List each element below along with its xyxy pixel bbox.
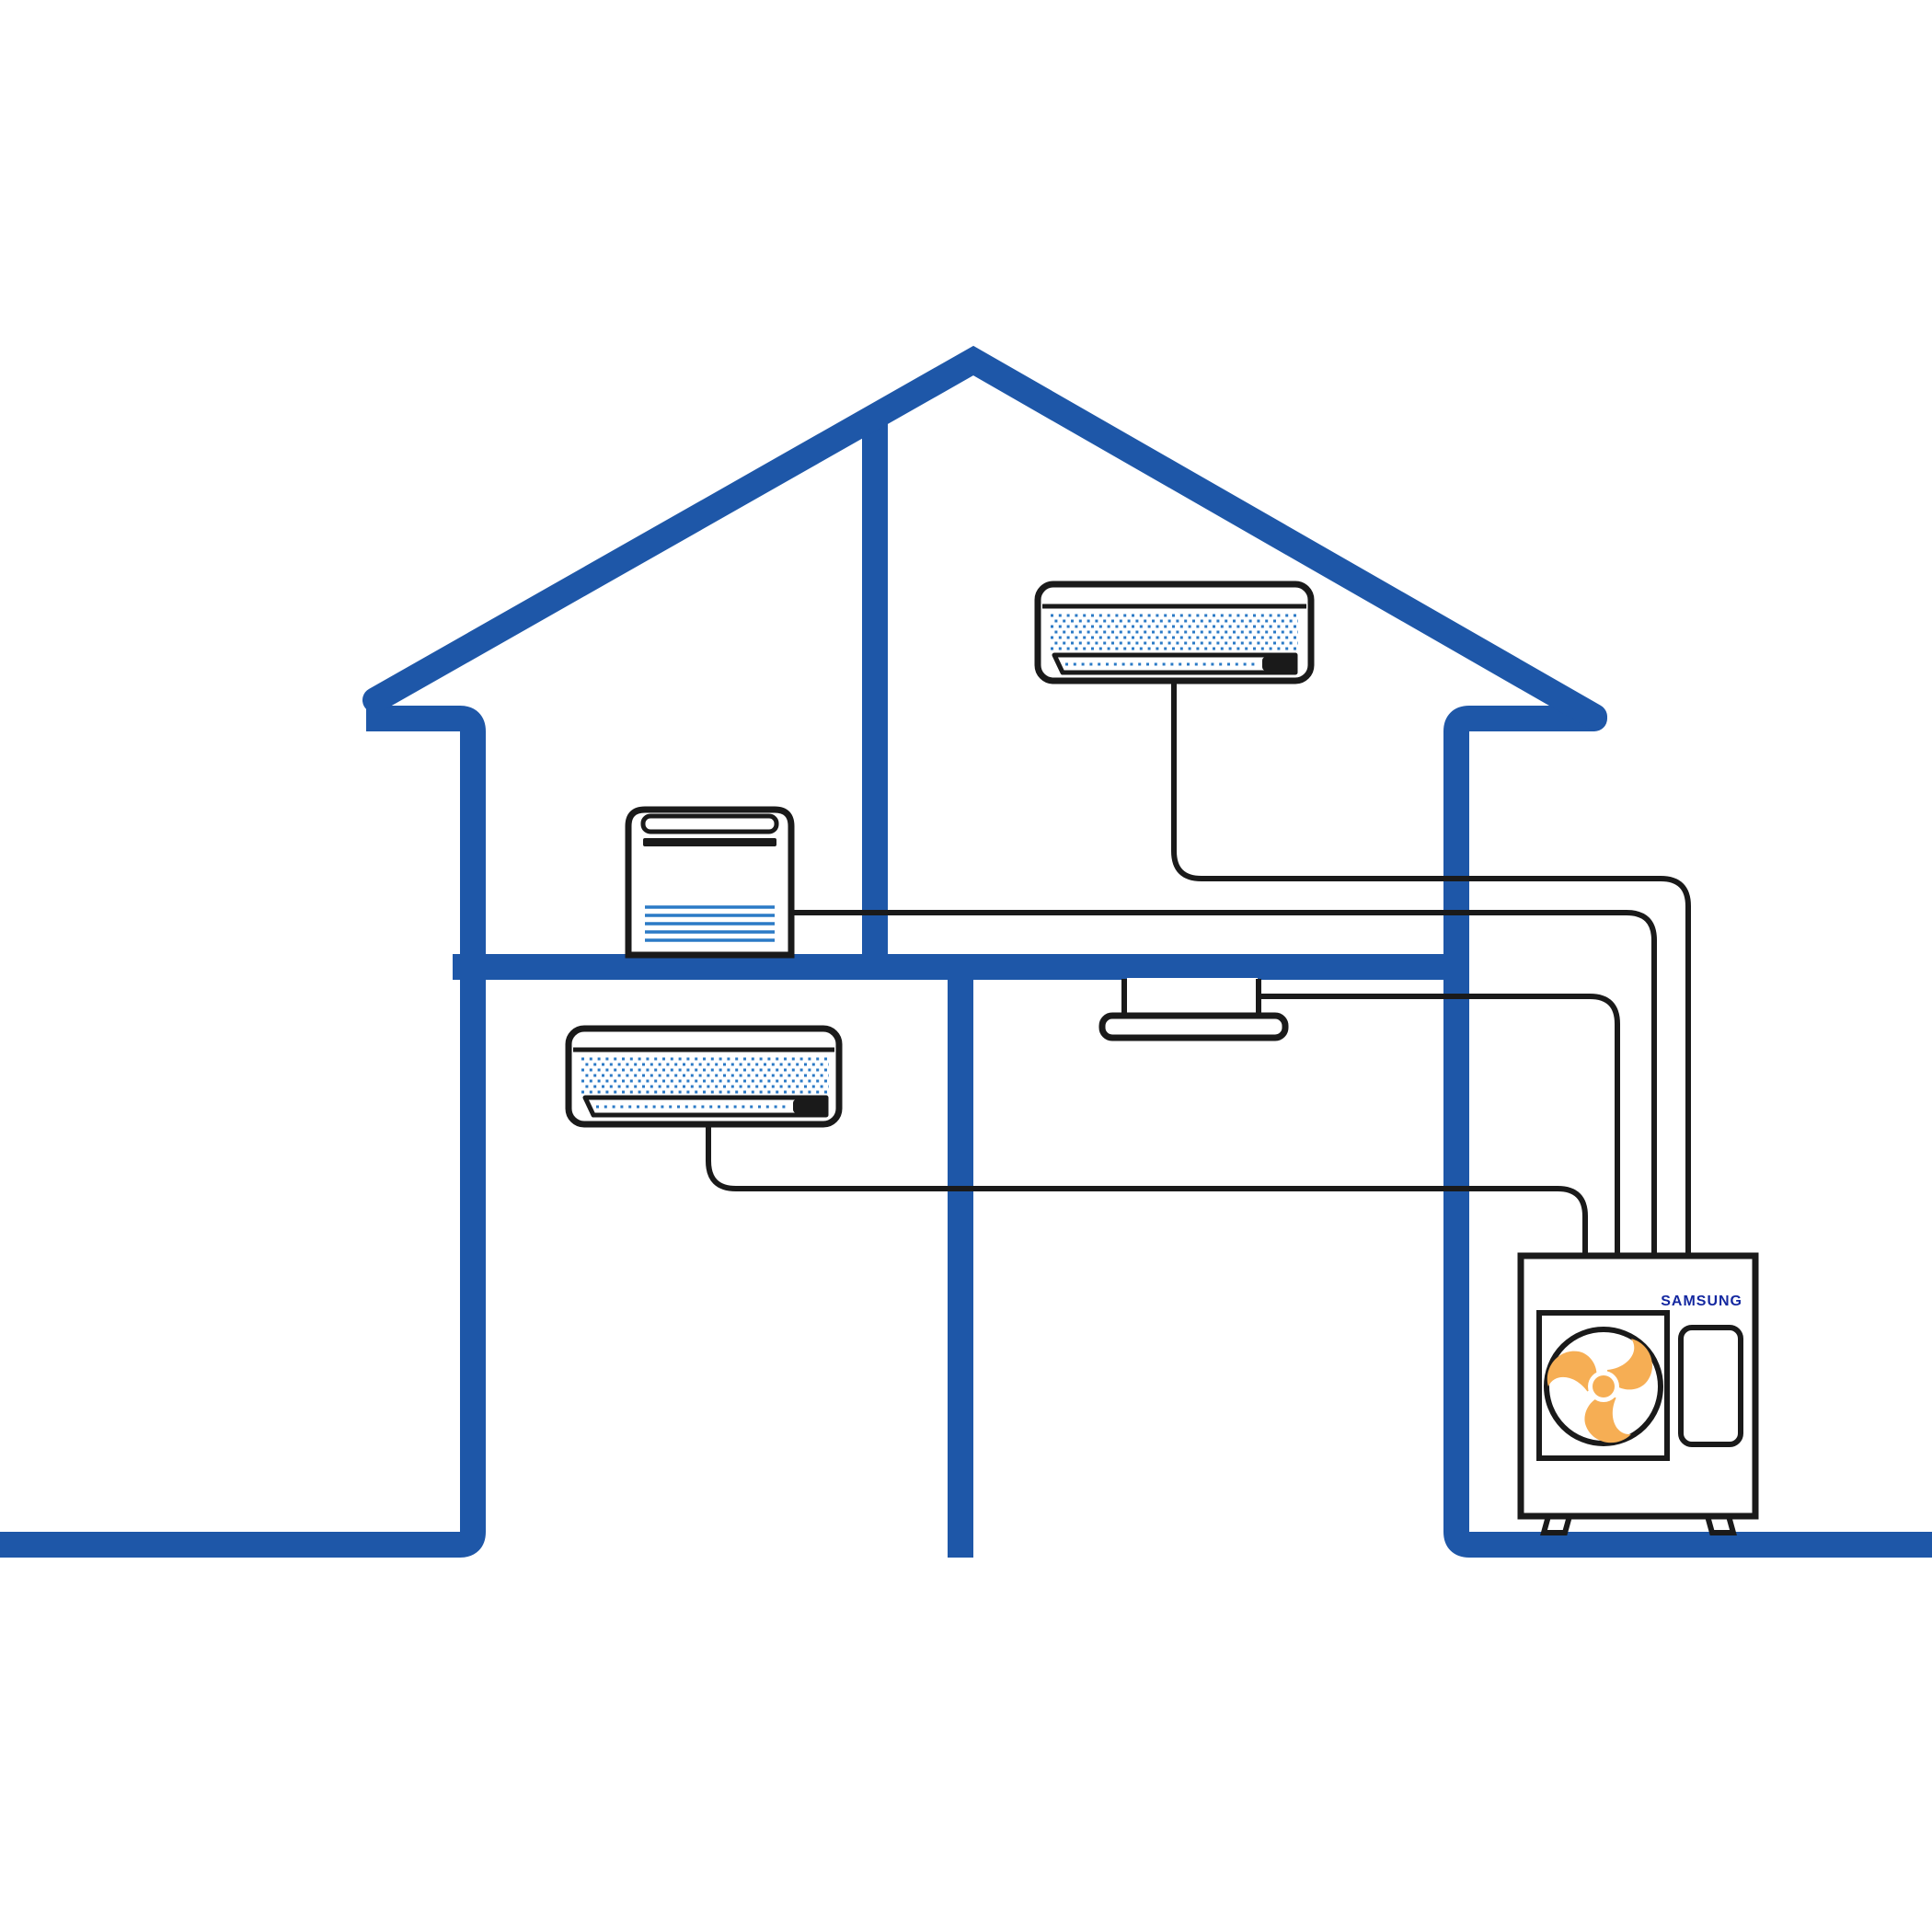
ceiling-cassette-unit [1098,978,1289,1041]
pipe-ceiling-cassette-unit [1259,994,1620,1259]
wall-unit-dot-grille [581,1057,829,1094]
fan-hub [1593,1375,1615,1397]
cassette-panel [1098,1012,1289,1041]
wall-unit-dot-grille [1051,614,1298,650]
wall-unit-display [1262,657,1297,671]
pipe-attic-wall-unit [1171,676,1691,1259]
outdoor-condenser-unit: SAMSUNG [1517,1252,1759,1535]
console-louvers [645,905,775,942]
fan-blade [1547,1351,1597,1392]
wall-unit-vent-flap [582,1095,829,1118]
samsung-logo: SAMSUNG [1661,1294,1742,1309]
roof [362,345,1607,730]
fan-blades [1547,1339,1652,1443]
outdoor-unit-side-panel [1678,1325,1743,1447]
left-wall-and-ground [0,706,486,1558]
wall-unit-display [793,1099,828,1113]
console-top-bar [643,838,776,846]
pipe-floor-console-unit [784,910,1657,1259]
wall-mounted-unit-ground-floor [565,1025,843,1128]
house-outline [0,345,1932,1558]
console-top-vent [640,813,779,834]
pipe-ground-floor-wall-unit [706,1121,1588,1259]
refrigerant-pipes [706,676,1691,1259]
right-wall-and-ground [1443,706,1932,1558]
floor-console-unit [625,806,795,959]
fan-blade [1607,1339,1652,1390]
wall-mounted-unit-attic [1034,581,1315,684]
wall-unit-vent-flap [1052,652,1298,675]
fan-icon [1547,1339,1652,1443]
fan-blade [1584,1395,1632,1443]
